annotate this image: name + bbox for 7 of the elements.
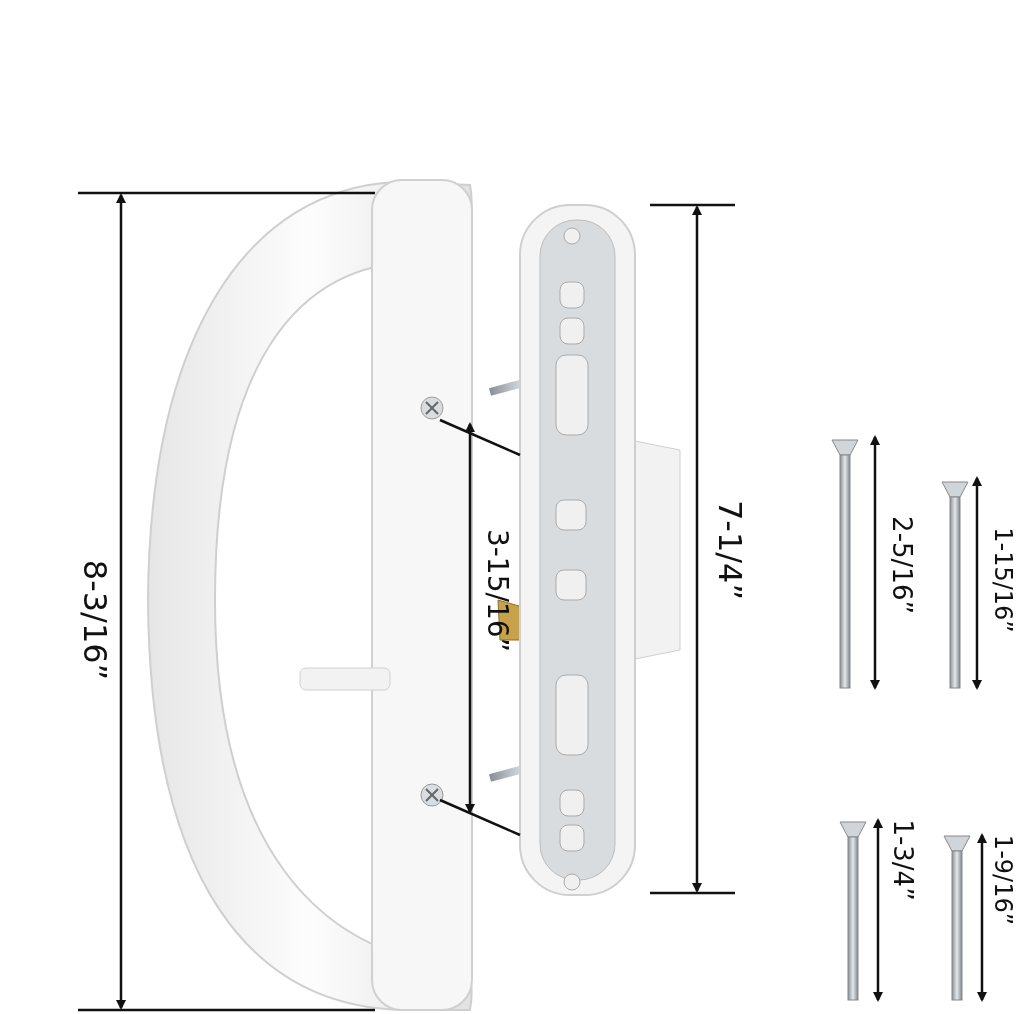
dimension-label: 2-5/16” — [886, 516, 917, 614]
dimension-label: 7-1/4” — [711, 500, 749, 600]
dimension-label: 8-3/16” — [76, 559, 115, 681]
dimension-label: 3-15/16” — [480, 528, 514, 652]
dimension-label: 1-3/4” — [887, 819, 918, 901]
dimension-label: 1-15/16” — [988, 527, 1017, 633]
dimension-label: 1-9/16” — [989, 834, 1018, 926]
